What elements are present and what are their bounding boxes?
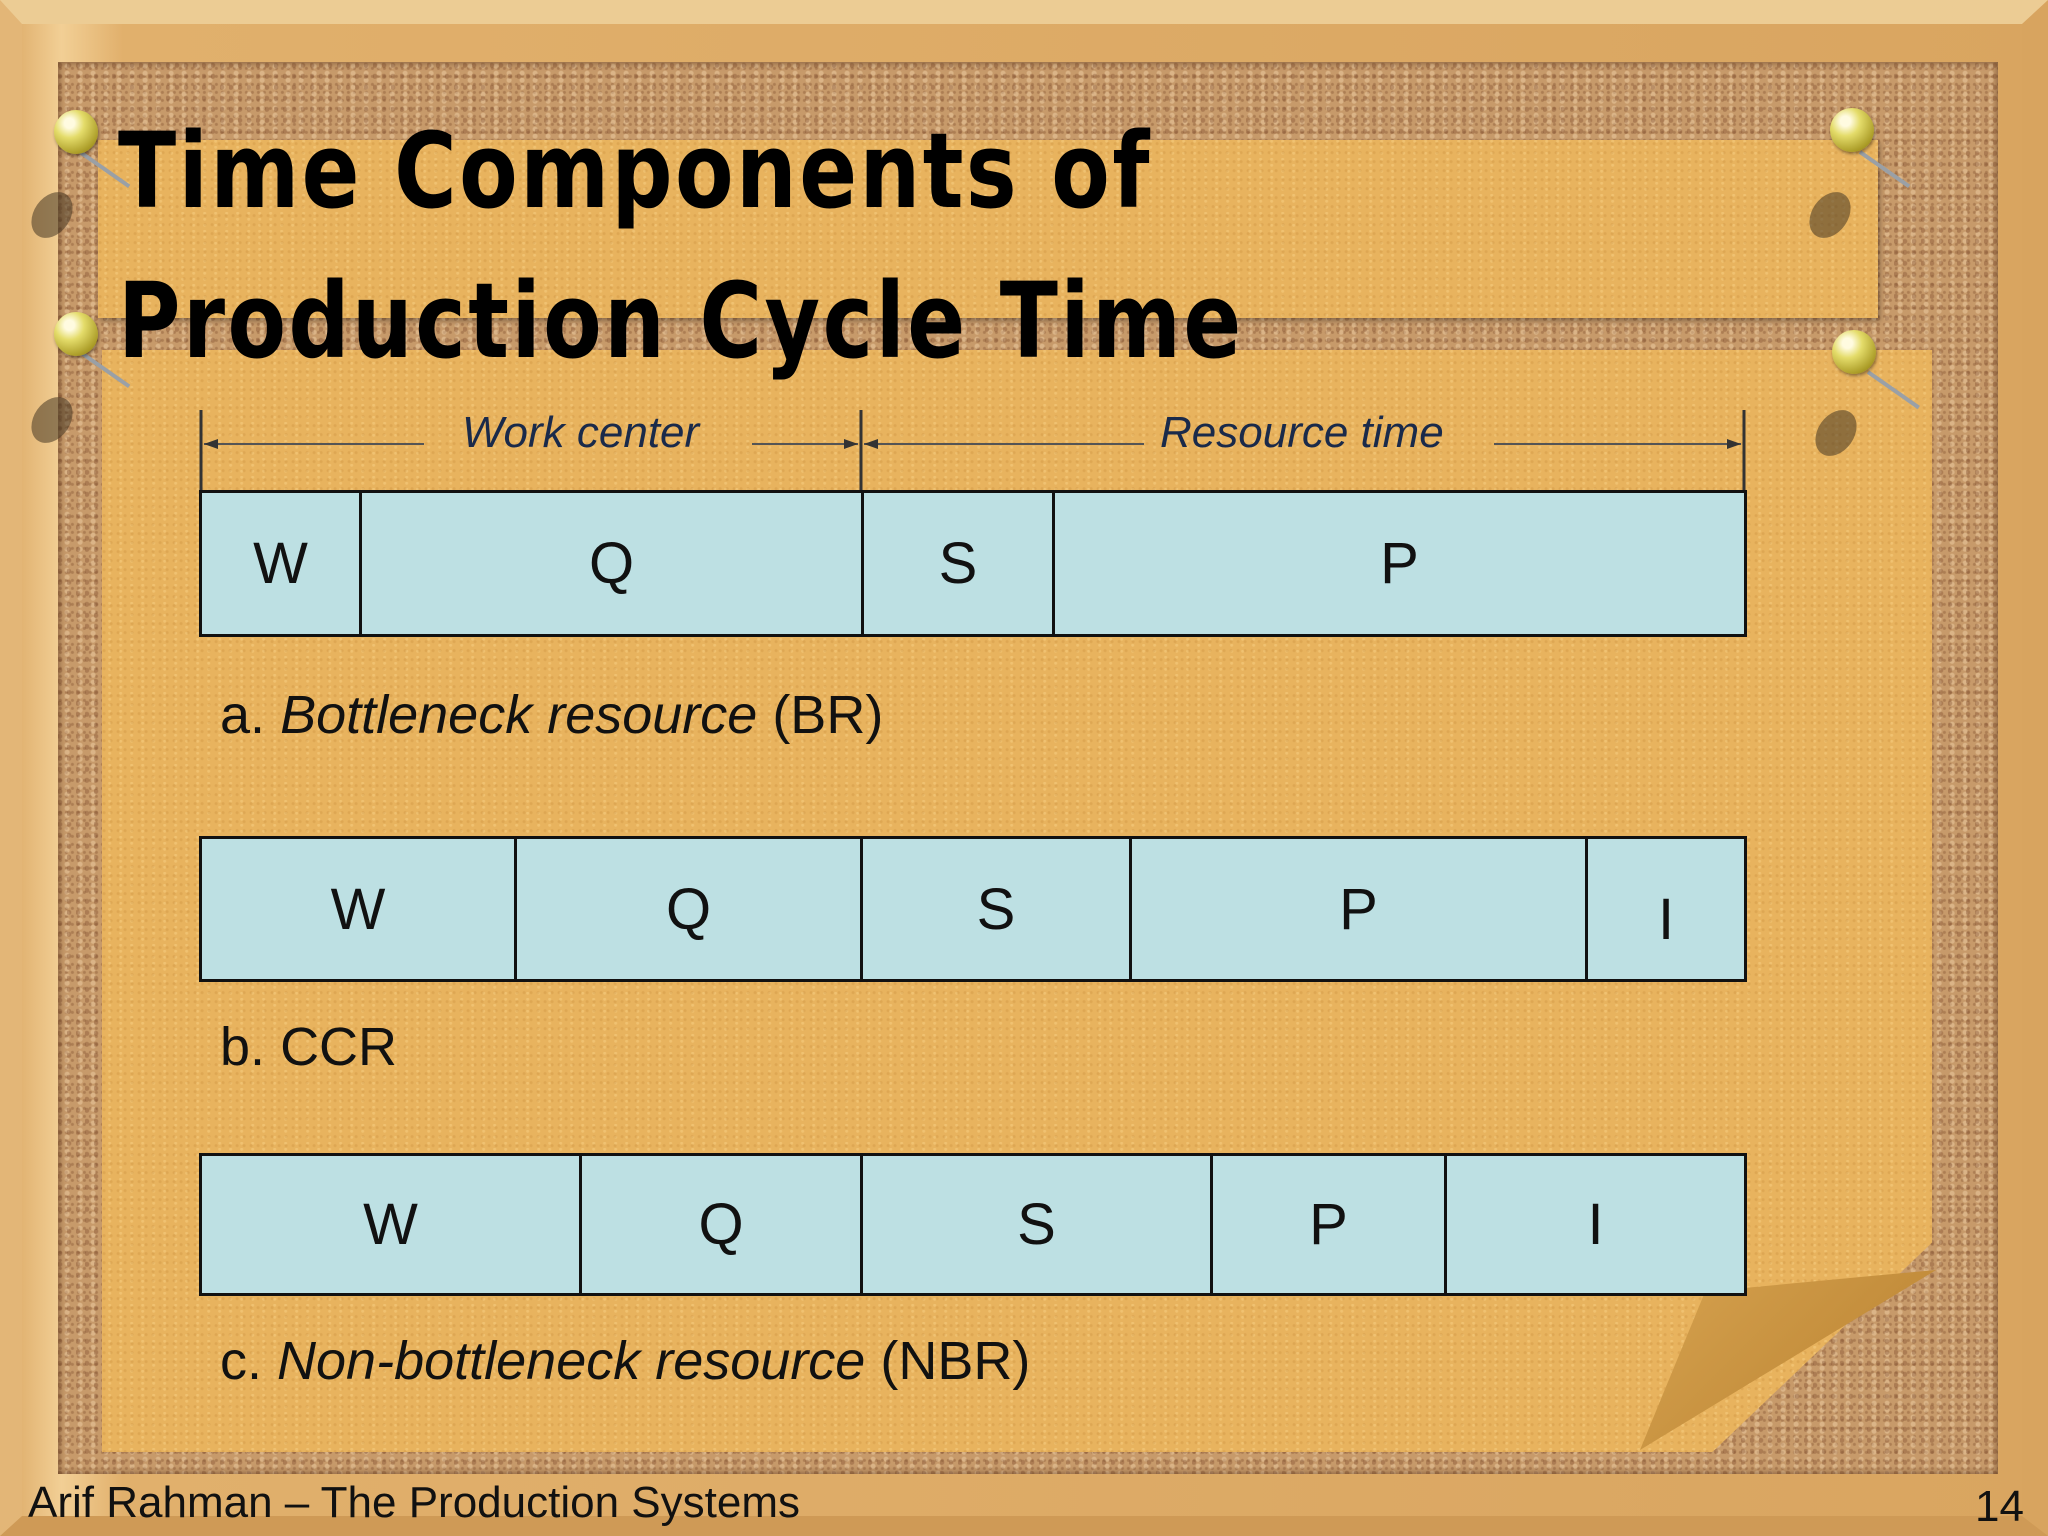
caption-prefix: a. <box>220 685 266 745</box>
page-number: 14 <box>1975 1482 2024 1531</box>
bar-ccr: W Q S P I <box>199 836 1747 982</box>
cell-q: Q <box>517 839 863 979</box>
cell-s: S <box>863 1156 1213 1293</box>
caption-italic: Bottleneck resource <box>280 685 758 745</box>
cell-w: W <box>202 1156 582 1293</box>
title-note <box>98 140 1878 318</box>
caption-a: a. Bottleneck resource (BR) <box>220 684 883 746</box>
cell-w: W <box>202 493 362 634</box>
cell-s: S <box>863 839 1132 979</box>
work-center-label: Work center <box>462 408 700 457</box>
cell-i: I <box>1587 1192 1604 1257</box>
caption-italic: Non-bottleneck resource <box>277 1331 866 1391</box>
slide-title: Time Components of Production Cycle Time <box>118 110 1244 382</box>
cell-q: Q <box>362 493 864 634</box>
caption-suffix: (NBR) <box>880 1331 1031 1391</box>
pushpin-icon <box>54 312 98 356</box>
bar-non-bottleneck: W Q S P I <box>199 1153 1747 1296</box>
caption-prefix: b. <box>220 1017 266 1077</box>
caption-prefix: c. <box>220 1331 263 1391</box>
cell-p: P <box>1132 839 1588 979</box>
pushpin-icon <box>54 110 98 154</box>
cell-i: I <box>1657 887 1675 952</box>
pushpin-icon <box>1832 330 1876 374</box>
cell-q: Q <box>582 1156 863 1293</box>
caption-b: b. CCR <box>220 1016 397 1078</box>
cell-p: P <box>1380 531 1419 596</box>
footer-author: Arif Rahman – The Production Systems <box>28 1478 800 1527</box>
resource-time-label: Resource time <box>1160 408 1444 457</box>
bar-bottleneck: W Q S P <box>199 490 1747 637</box>
caption-c: c. Non-bottleneck resource (NBR) <box>220 1330 1030 1392</box>
caption-suffix: CCR <box>280 1017 398 1077</box>
cell-w: W <box>202 839 517 979</box>
cell-s: S <box>864 493 1055 634</box>
caption-suffix: (BR) <box>772 685 884 745</box>
pushpin-icon <box>1830 108 1874 152</box>
cell-p: P <box>1213 1156 1447 1293</box>
